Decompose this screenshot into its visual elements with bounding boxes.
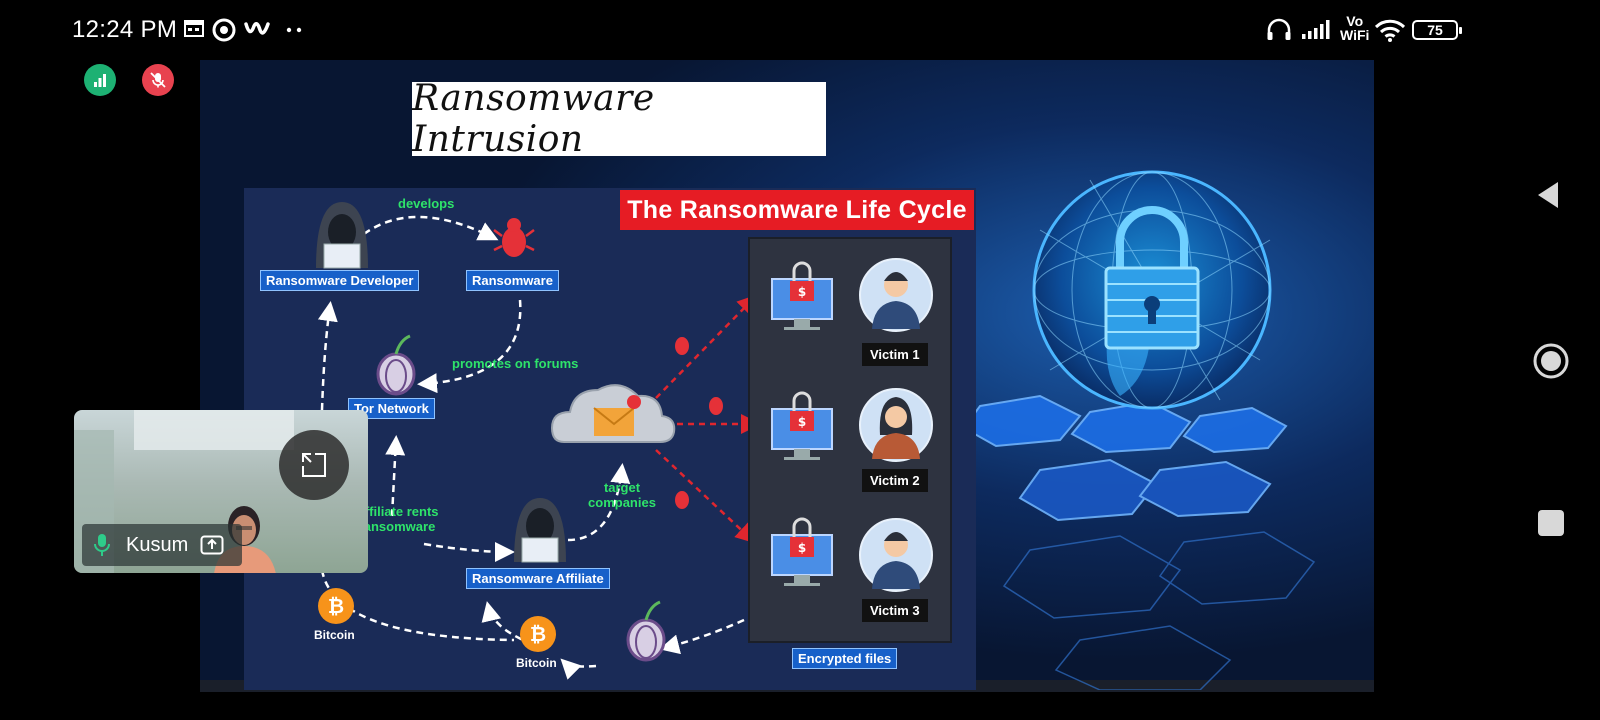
promotes-label: promotes on forums (452, 356, 579, 371)
share-screen-icon (200, 535, 224, 555)
affiliate-hacker-icon (514, 498, 566, 563)
participant-video-tile[interactable]: Kusum (74, 410, 368, 573)
battery-indicator: 75 (1412, 20, 1462, 40)
recents-square-icon (1538, 510, 1564, 536)
tor-onion-icon (376, 334, 416, 396)
tor-onion-icon-bottom (626, 600, 666, 662)
mic-muted-icon (150, 72, 166, 88)
small-bug-icons (675, 337, 723, 509)
back-button[interactable] (1532, 178, 1564, 217)
victim-label-2: Victim 2 (862, 469, 928, 492)
lifecycle-banner: The Ransomware Life Cycle (620, 190, 974, 230)
svg-text:₿: ₿ (328, 594, 344, 618)
slide-title-box: Ransomware Intrusion (412, 78, 826, 160)
video-background (74, 410, 294, 573)
participant-name: Kusum (126, 533, 189, 556)
locked-computer-icons: $ $ (771, 261, 833, 586)
headphones-icon (1267, 18, 1291, 40)
home-button[interactable] (1532, 342, 1570, 385)
victims-panel: $ $ (748, 237, 952, 643)
calendar-icon (184, 20, 204, 37)
target-label: target companies (588, 480, 656, 510)
svg-text:$: $ (798, 285, 806, 299)
encrypted-files-label: Encrypted files (792, 648, 898, 669)
slide-title: Ransomware Intrusion (412, 78, 655, 160)
mic-on-icon (94, 534, 110, 556)
shared-slide: Ransomware Intrusion (200, 60, 1374, 692)
victim-avatars (859, 258, 933, 592)
tor-network-label: Tor Network (348, 398, 435, 419)
victim-label-3: Victim 3 (862, 599, 928, 622)
back-triangle-icon (1538, 182, 1558, 208)
ransomware-bug-icon (493, 218, 535, 257)
more-dots-icon (286, 27, 302, 33)
developer-label: Ransomware Developer (260, 270, 420, 291)
ransomware-label: Ransomware (466, 270, 559, 291)
svg-text:$: $ (798, 415, 806, 429)
svg-text:$: $ (798, 541, 806, 555)
network-quality-button[interactable] (84, 64, 116, 96)
globe-lock-illustration (970, 170, 1316, 690)
rents-label: Affiliate rents ransomware (355, 504, 439, 534)
victim-illustrations: $ $ (771, 258, 933, 592)
android-navigation-bar (1510, 0, 1600, 720)
develops-label: develops (398, 196, 455, 211)
expand-video-button[interactable] (279, 430, 349, 500)
bitcoin-icon-middle: ₿ (520, 616, 556, 652)
hexagon-floor (970, 394, 1288, 522)
diagram-arrows: ₿ ₿ (316, 202, 761, 680)
vowifi-icon: Vo WiFi (1340, 13, 1370, 43)
home-circle-icon (1533, 343, 1569, 379)
clock: 12:24 PM (72, 16, 178, 43)
recents-button[interactable] (1536, 508, 1566, 543)
record-circle-icon (212, 18, 236, 42)
bitcoin-label-left: Bitcoin (314, 628, 355, 642)
bitcoin-icon-left: ₿ (318, 588, 354, 624)
svg-text:₿: ₿ (530, 622, 546, 646)
cloud-email-icon (550, 384, 676, 443)
status-bar: 12:24 PM Vo WiFi (0, 0, 1510, 60)
affiliate-label: Ransomware Affiliate (466, 568, 610, 589)
webex-icon (244, 22, 270, 35)
wifi-icon (1374, 19, 1406, 42)
participant-name-chip: Kusum (82, 524, 242, 566)
bitcoin-label-middle: Bitcoin (516, 656, 557, 670)
expand-icon (302, 453, 326, 477)
signal-icon (1302, 20, 1330, 39)
padlock-icon (1104, 206, 1200, 350)
network-quality-icon (94, 74, 106, 87)
developer-hacker-icon (316, 202, 368, 269)
victim-label-1: Victim 1 (862, 343, 928, 366)
ransomware-lifecycle-diagram: ₿ ₿ The Ransomware Life Cycle Ransomware… (244, 188, 976, 690)
mic-muted-button[interactable] (142, 64, 174, 96)
